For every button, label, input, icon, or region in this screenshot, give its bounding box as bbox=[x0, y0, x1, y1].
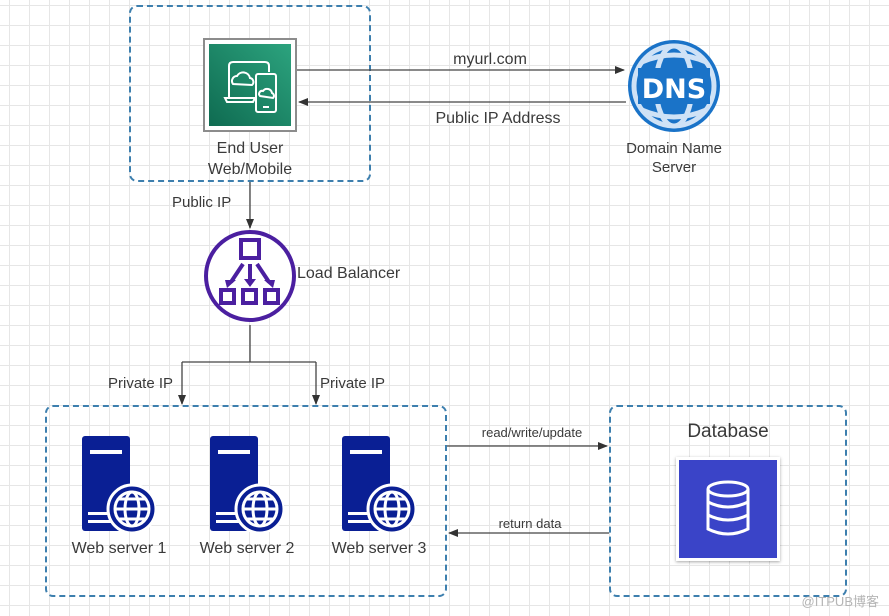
dns-node[interactable]: DNS bbox=[626, 38, 722, 134]
web-server-3[interactable] bbox=[342, 436, 418, 535]
load-balancer-icon bbox=[204, 230, 296, 322]
edge-label-myurl: myurl.com bbox=[453, 51, 527, 68]
web-server-2-label: Web server 2 bbox=[199, 540, 295, 557]
database-title: Database bbox=[687, 421, 769, 442]
cloud-devices-icon bbox=[203, 38, 297, 132]
dns-badge-text: DNS bbox=[642, 74, 706, 105]
web-servers-group bbox=[45, 405, 447, 597]
edge-label-public-ip: Public IP bbox=[172, 194, 232, 211]
web-server-icon bbox=[82, 436, 158, 535]
end-user-group bbox=[129, 5, 371, 182]
database-icon bbox=[676, 457, 780, 561]
web-server-1[interactable] bbox=[82, 436, 158, 535]
database-group bbox=[609, 405, 847, 597]
web-server-2[interactable] bbox=[210, 436, 286, 535]
web-server-icon bbox=[342, 436, 418, 535]
web-server-3-label: Web server 3 bbox=[331, 540, 427, 557]
watermark: @ITPUB博客 bbox=[801, 594, 879, 609]
end-user-node[interactable] bbox=[203, 38, 297, 132]
dns-label-line1: Domain Name bbox=[626, 140, 722, 157]
edge-label-return-data: return data bbox=[498, 516, 562, 531]
load-balancer-label: Load Balancer bbox=[297, 265, 401, 282]
web-server-icon bbox=[210, 436, 286, 535]
end-user-label-line2: Web/Mobile bbox=[207, 161, 293, 178]
dns-globe-icon: DNS bbox=[628, 40, 720, 132]
edge-label-private-ip-left: Private IP bbox=[108, 375, 174, 392]
edge-lb-to-servers bbox=[182, 325, 316, 363]
database-node[interactable] bbox=[676, 457, 780, 561]
edge-label-read-write-update: read/write/update bbox=[481, 425, 583, 440]
web-server-1-label: Web server 1 bbox=[71, 540, 167, 557]
dns-label-line2: Server bbox=[651, 159, 697, 176]
edge-label-public-ip-address: Public IP Address bbox=[435, 110, 561, 127]
edge-label-private-ip-right: Private IP bbox=[320, 375, 386, 392]
end-user-label-line1: End User bbox=[216, 140, 284, 157]
load-balancer-node[interactable] bbox=[203, 228, 297, 325]
